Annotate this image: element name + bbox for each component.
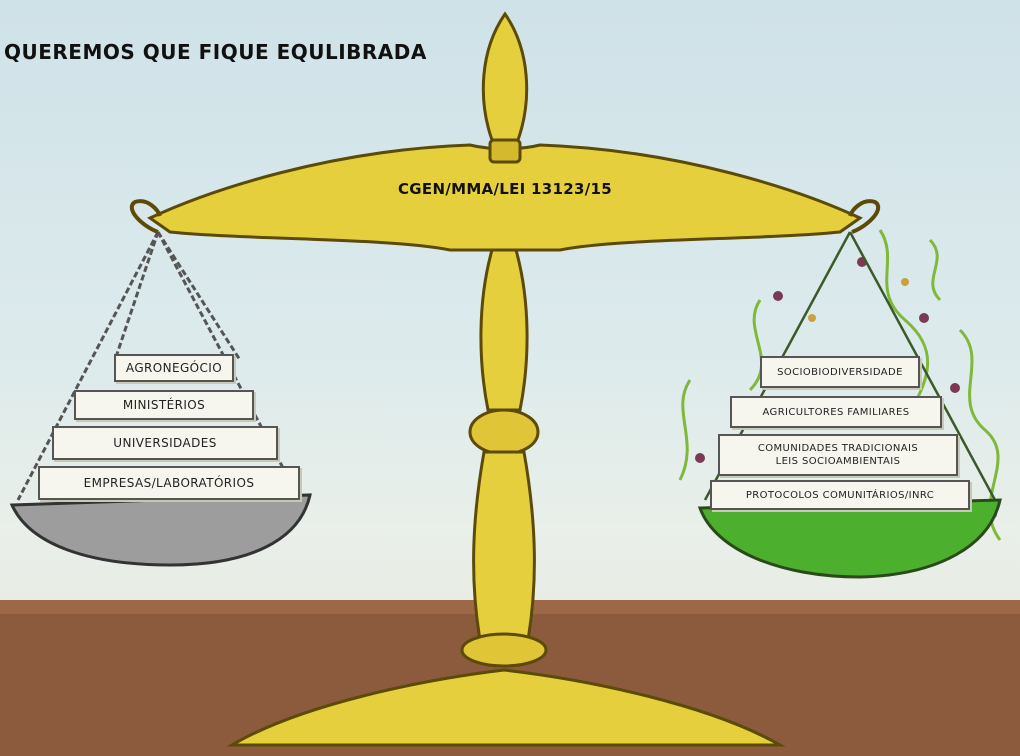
base <box>226 668 786 747</box>
beam-label: CGEN/MMA/LEI 13123/15 <box>398 180 612 198</box>
pillar-ring-lower <box>460 632 548 668</box>
left-block-universidades: UNIVERSIDADES <box>52 426 278 460</box>
pillar <box>479 248 529 412</box>
left-hook <box>129 199 162 234</box>
left-block-empresas: EMPRESAS/LABORATÓRIOS <box>38 466 300 500</box>
beam <box>147 143 863 252</box>
left-pan <box>9 493 312 567</box>
left-block-agronegocio: AGRONEGÓCIO <box>114 354 234 382</box>
headline: QUEREMOS QUE FIQUE EQULIBRADA <box>4 40 427 64</box>
left-block-ministerios: MINISTÉRIOS <box>74 390 254 420</box>
right-block-protocolos: PROTOCOLOS COMUNITÁRIOS/INRC <box>710 480 970 510</box>
right-block-sociobiodiversidade: SOCIOBIODIVERSIDADE <box>760 356 920 388</box>
right-pan <box>697 498 1002 579</box>
vines <box>678 229 1002 541</box>
right-hook <box>848 199 881 234</box>
right-block-agricultores: AGRICULTORES FAMILIARES <box>730 396 942 428</box>
right-block-comunidades-line1: COMUNIDADES TRADICIONAIS <box>757 443 919 454</box>
right-block-comunidades: COMUNIDADES TRADICIONAIS LEIS SOCIOAMBIE… <box>718 434 958 476</box>
pillar-lower <box>472 450 536 642</box>
right-block-comunidades-line2: LEIS SOCIOAMBIENTAIS <box>775 456 901 467</box>
finial <box>481 11 529 142</box>
vine-flowers <box>695 257 997 519</box>
finial-collar <box>488 138 522 164</box>
pillar-ring-upper <box>468 408 540 456</box>
